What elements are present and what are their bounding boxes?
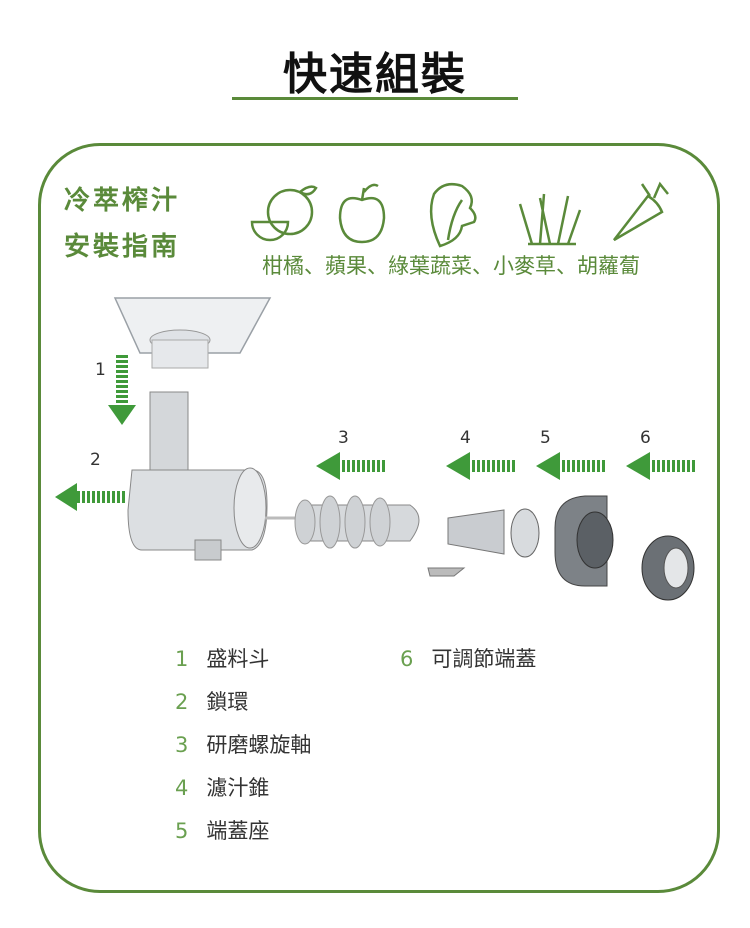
heading-line1: 冷萃榨汁: [64, 186, 181, 216]
legend-number: 6: [400, 647, 414, 671]
guide-frame: [38, 143, 720, 893]
legend-number: 2: [175, 690, 189, 714]
arrow-step-1: [108, 355, 136, 425]
legend-label: 端蓋座: [206, 819, 270, 843]
step-number-1: 1: [95, 360, 106, 380]
step-number-6: 6: [640, 428, 651, 448]
legend-number: 5: [175, 819, 189, 843]
legend-label: 盛料斗: [206, 647, 270, 671]
legend-item-2: 2 鎖環: [175, 686, 248, 716]
strainer-cone-part: [427, 508, 540, 577]
legend-item-6: 6 可調節端蓋: [400, 643, 536, 673]
adjustable-end-cap-part: [641, 535, 695, 601]
legend-label: 鎖環: [206, 690, 249, 714]
wheatgrass-icon: [518, 193, 582, 246]
heading-line2: 安裝指南: [64, 232, 181, 262]
legend-label: 研磨螺旋軸: [206, 733, 312, 757]
legend-label: 濾汁錐: [206, 776, 270, 800]
produce-label: 柑橘、蘋果、綠葉蔬菜、小麥草、胡蘿蔔: [262, 254, 640, 278]
arrow-step-3: [316, 452, 385, 480]
legend-number: 4: [175, 776, 189, 800]
legend-number: 3: [175, 733, 189, 757]
step-number-4: 4: [460, 428, 471, 448]
legend-number: 1: [175, 647, 189, 671]
auger-part: [294, 495, 420, 549]
citrus-icon: [250, 185, 318, 242]
apple-icon: [338, 183, 386, 244]
title-underline: [232, 97, 518, 100]
page-title: 快速組裝: [283, 49, 467, 100]
legend-item-3: 3 研磨螺旋軸: [175, 729, 311, 759]
legend-item-1: 1 盛料斗: [175, 643, 269, 673]
carrot-icon: [613, 181, 669, 242]
arrow-step-2: [55, 483, 125, 511]
arrow-step-4: [446, 452, 515, 480]
legend-label: 可調節端蓋: [431, 647, 537, 671]
leafy-greens-icon: [429, 183, 477, 248]
end-cap-seat-part: [554, 495, 614, 587]
step-number-2: 2: [90, 450, 101, 470]
legend-item-5: 5 端蓋座: [175, 815, 269, 845]
legend-item-4: 4 濾汁錐: [175, 772, 269, 802]
hopper-part: [113, 297, 272, 369]
step-number-3: 3: [338, 428, 349, 448]
juicer-body-part: [127, 391, 295, 561]
arrow-step-6: [626, 452, 695, 480]
step-number-5: 5: [540, 428, 551, 448]
arrow-step-5: [536, 452, 605, 480]
